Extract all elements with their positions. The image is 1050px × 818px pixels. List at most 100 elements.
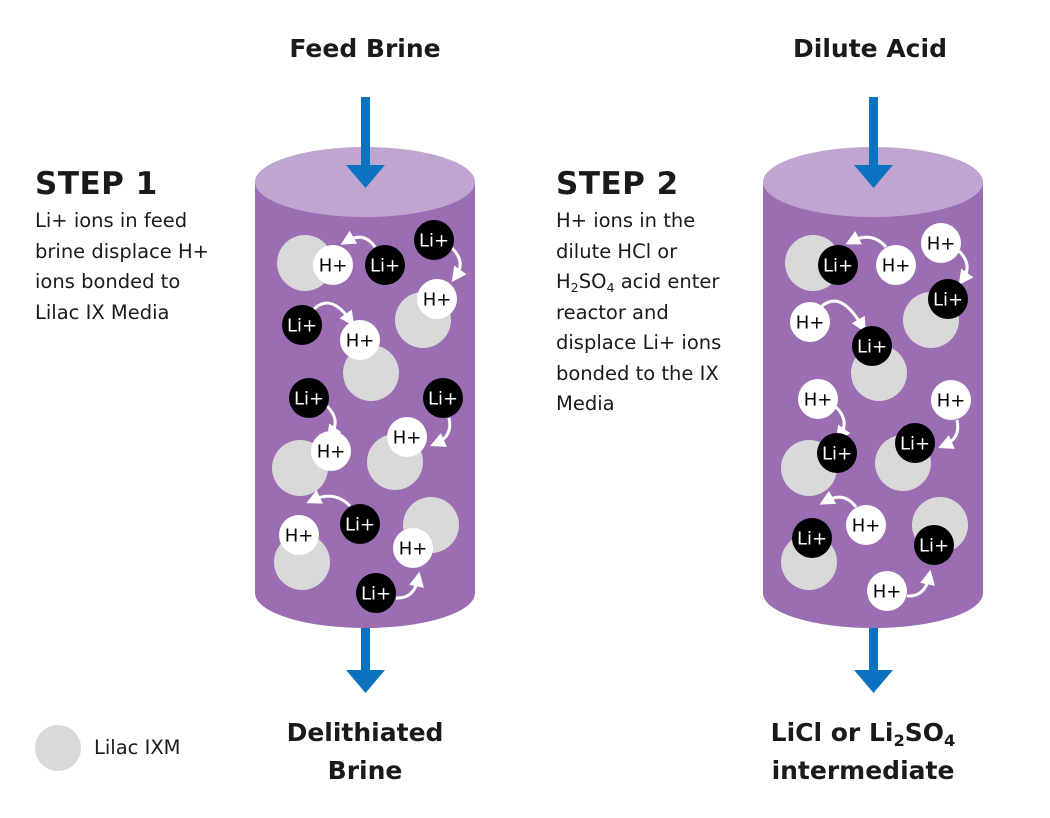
delithiated-brine-label: Delithiated Brine bbox=[235, 714, 495, 790]
li-ion-circle bbox=[414, 220, 454, 260]
li-ion-label: Li+ bbox=[797, 529, 827, 550]
intermediate-label: LiCl or Li2SO4 intermediate bbox=[733, 714, 993, 790]
h-ion-label: H+ bbox=[852, 516, 881, 537]
h-ion: H+ bbox=[417, 279, 457, 319]
step2-line: dilute HCl or bbox=[556, 239, 678, 263]
li-ion-label: Li+ bbox=[345, 515, 375, 536]
ion-exchange-site: H+ Li+ bbox=[282, 301, 399, 401]
h-ion-circle bbox=[393, 528, 433, 568]
h-ion: H+ bbox=[340, 320, 380, 360]
step1-line: ions bonded to bbox=[35, 270, 181, 293]
ion-exchange-site: Li+ H+ bbox=[903, 223, 974, 348]
h-ion-label: H+ bbox=[873, 582, 902, 603]
li-ion-circle bbox=[817, 433, 857, 473]
step2-line: reactor and bbox=[556, 300, 669, 324]
exchange-arrow-icon bbox=[430, 417, 452, 447]
li-ion: Li+ bbox=[817, 433, 857, 473]
step2-line: H+ ions in the bbox=[556, 209, 696, 232]
ion-exchange-site: H+ Li+ bbox=[272, 378, 351, 496]
li-ion-label: Li+ bbox=[823, 256, 853, 277]
step1-description: STEP 1 Li+ ions in feed brine displace H… bbox=[35, 166, 235, 328]
reactor-step2: Li+H+Li+H+Li+H+Li+H+Li+H+Li+H+Li+H+ bbox=[763, 147, 983, 628]
intermediate-sub-4: 4 bbox=[944, 730, 956, 750]
h2so4-so: SO bbox=[578, 270, 607, 293]
h-ion-label: H+ bbox=[399, 539, 428, 560]
h-ion-circle bbox=[867, 571, 907, 611]
h-ion: H+ bbox=[311, 431, 351, 471]
ion-exchange-site: Li+H+ bbox=[867, 497, 968, 611]
h-ion: H+ bbox=[387, 417, 427, 457]
h-ion-label: H+ bbox=[317, 442, 346, 463]
h-ion-circle bbox=[876, 245, 916, 285]
li-ion-circle bbox=[914, 525, 954, 565]
ion-exchange-site: H+Li+ bbox=[395, 220, 467, 348]
li-ion: Li+ bbox=[928, 279, 968, 319]
h-ion-circle bbox=[311, 431, 351, 471]
h-ion-circle bbox=[798, 379, 838, 419]
step2-line: Media bbox=[556, 392, 615, 415]
h-ion: H+ bbox=[790, 302, 830, 342]
intermediate-text-a: LiCl or Li bbox=[770, 718, 894, 747]
exchange-arrow-icon bbox=[312, 301, 355, 327]
li-ion-circle bbox=[289, 378, 329, 418]
dilute-acid-label: Dilute Acid bbox=[793, 34, 947, 63]
ion-exchange-site: Li+H+ bbox=[781, 379, 857, 496]
li-ion-label: Li+ bbox=[900, 434, 930, 455]
step2-line: H2SO4 acid enter bbox=[556, 267, 756, 298]
legend-ixm-label: Lilac IXM bbox=[94, 736, 181, 759]
exchange-arrow-icon bbox=[306, 490, 352, 508]
h-ion-circle bbox=[417, 279, 457, 319]
exchange-arrow-icon bbox=[340, 230, 377, 248]
li-ion: Li+ bbox=[423, 378, 463, 418]
h-ion-circle bbox=[790, 302, 830, 342]
h-ion-label: H+ bbox=[796, 313, 825, 334]
step1-line: Li+ ions in feed bbox=[35, 209, 188, 232]
li-ion-circle bbox=[423, 378, 463, 418]
h2so4-sub-4: 4 bbox=[606, 279, 615, 295]
step1-text: Li+ ions in feed brine displace H+ ions … bbox=[35, 206, 235, 328]
legend-ixm-swatch bbox=[35, 725, 81, 771]
feed-brine-label: Feed Brine bbox=[289, 34, 441, 63]
h-ion: H+ bbox=[393, 528, 433, 568]
reactor-step1: H+Li+H+Li+H+Li+H+Li+H+Li+H+Li+H+Li+ bbox=[255, 147, 475, 628]
step2-line: displace Li+ ions bbox=[556, 331, 722, 354]
h-ion: H+ bbox=[921, 223, 961, 263]
h-ion: H+ bbox=[846, 505, 886, 545]
h-ion-circle bbox=[313, 245, 353, 285]
step2-text: H+ ions in the dilute HCl or H2SO4 acid … bbox=[556, 206, 756, 420]
step1-line: brine displace H+ bbox=[35, 239, 209, 263]
li-ion: Li+ bbox=[895, 423, 935, 463]
h-ion-label: H+ bbox=[319, 256, 348, 277]
ion-exchange-site: H+Li+ bbox=[277, 230, 405, 291]
li-ion: Li+ bbox=[852, 326, 892, 366]
step2-line: bonded to the IX bbox=[556, 361, 719, 385]
li-ion-label: Li+ bbox=[287, 316, 317, 337]
exchange-arrow-icon bbox=[821, 299, 866, 333]
exchange-arrow-icon bbox=[834, 405, 851, 442]
ion-exchange-site: Li+ H+ bbox=[781, 490, 886, 590]
ion-exchange-site: Li+ H+ bbox=[790, 299, 907, 401]
li-ion-circle bbox=[852, 326, 892, 366]
intermediate-text-b: SO bbox=[904, 718, 945, 747]
exchange-arrow-icon bbox=[938, 419, 960, 449]
dilute-acid-arrow bbox=[854, 97, 893, 188]
li-ion-label: Li+ bbox=[822, 444, 852, 465]
feed-brine-arrow bbox=[346, 97, 385, 188]
ion-exchange-site: H+Li+ bbox=[274, 490, 380, 590]
h2so4-h: H bbox=[556, 270, 571, 293]
step2-line3-rest: acid enter bbox=[614, 270, 720, 293]
li-ion-label: Li+ bbox=[294, 389, 324, 410]
ion-exchange-site: H+Li+ bbox=[356, 497, 459, 613]
exchange-arrow-icon bbox=[819, 490, 858, 508]
intermediate-line1: LiCl or Li2SO4 bbox=[733, 714, 993, 752]
h-ion-label: H+ bbox=[937, 391, 966, 412]
li-ion-circle bbox=[365, 245, 405, 285]
li-ion: Li+ bbox=[356, 573, 396, 613]
delithiated-brine-arrow bbox=[346, 628, 385, 693]
li-ion-circle bbox=[818, 245, 858, 285]
delithiated-brine-line2: Brine bbox=[327, 756, 403, 785]
h-ion-circle bbox=[921, 223, 961, 263]
li-ion-label: Li+ bbox=[857, 337, 887, 358]
exchange-arrow-icon bbox=[845, 230, 888, 249]
